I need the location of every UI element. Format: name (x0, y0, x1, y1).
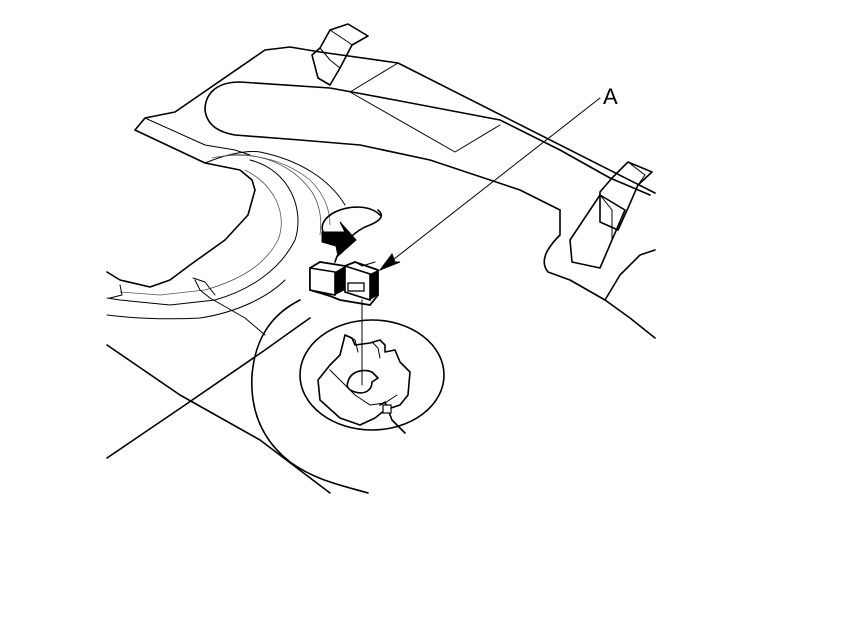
connector-part (309, 261, 379, 306)
rotation-arrow-icon (321, 206, 381, 257)
trim-panel-upper (106, 46, 656, 339)
trim-panel-inner-lines (106, 151, 346, 336)
detail-view-circle (299, 319, 445, 434)
clip-right (569, 161, 653, 269)
callout-a-leader (378, 97, 601, 272)
callout-label-a: A (603, 84, 618, 109)
clip-upper-left (311, 23, 369, 86)
